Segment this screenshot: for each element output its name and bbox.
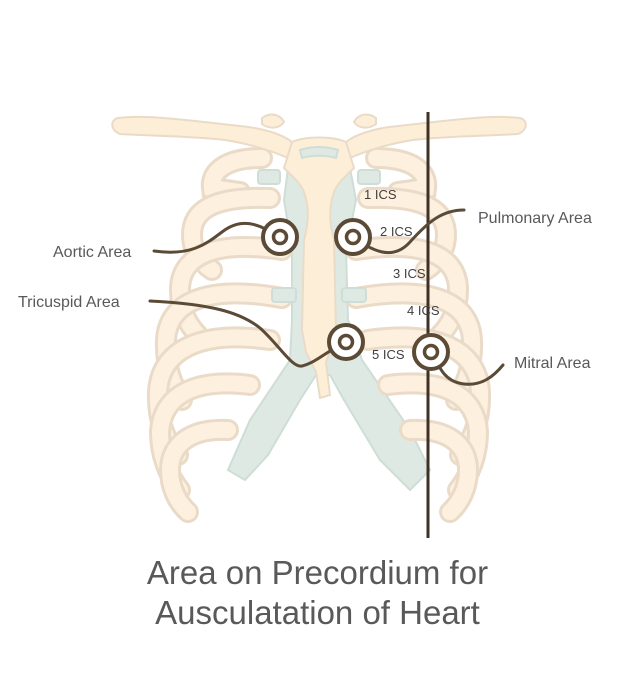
aortic-pointer: [152, 221, 280, 254]
ics-4-label: 4 ICS: [407, 303, 440, 318]
pulmonary-ring: [334, 218, 372, 256]
ics-1-label: 1 ICS: [364, 187, 397, 202]
pulmonary-pointer: [350, 208, 466, 254]
title-line-1: Area on Precordium for: [146, 554, 489, 591]
ics-5-label: 5 ICS: [372, 347, 405, 362]
ribs-left: [146, 147, 293, 523]
tricuspid-area-label: Tricuspid Area: [18, 294, 120, 311]
mitral-area-label: Mitral Area: [514, 355, 591, 372]
sternum: [282, 136, 356, 400]
tricuspid-pointer: [148, 299, 348, 368]
diagram-title: Area on Precordium for Ausculatation of …: [0, 553, 635, 633]
aortic-area-label: Aortic Area: [53, 244, 131, 261]
ics-2-label: 2 ICS: [380, 224, 413, 239]
aortic-ring: [261, 218, 299, 256]
cartilage-tabs: [257, 169, 381, 303]
pulmonary-area-label: Pulmonary Area: [478, 210, 592, 227]
title-line-2: Ausculatation of Heart: [155, 594, 480, 631]
ics-3-label: 3 ICS: [393, 266, 426, 281]
mitral-ring: [412, 333, 450, 371]
clavicles: [111, 113, 527, 160]
rib-cage-diagram: Aortic Area Pulmonary Area Tricuspid Are…: [18, 112, 592, 538]
tricuspid-ring: [327, 323, 365, 361]
